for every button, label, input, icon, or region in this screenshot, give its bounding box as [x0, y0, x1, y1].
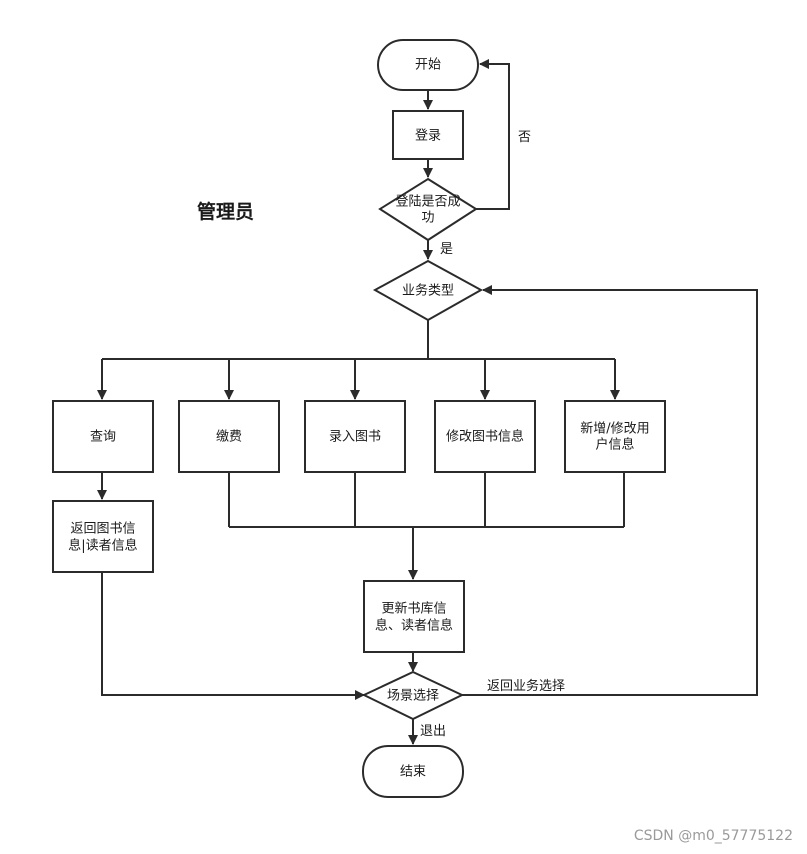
label-start: 开始	[415, 58, 441, 73]
label-end: 结束	[400, 765, 426, 780]
label-return-info-line2: 息|读者信息	[68, 538, 137, 554]
node-start	[377, 39, 479, 91]
node-payment	[178, 400, 280, 473]
label-query: 查询	[90, 430, 116, 445]
node-add-modify-users	[564, 400, 666, 473]
label-update-library-line2: 息、读者信息	[375, 618, 453, 634]
edge-label-yes: 是	[440, 242, 453, 257]
diagram-title: 管理员	[197, 200, 254, 223]
label-add-modify-users-line2: 户信息	[595, 437, 634, 453]
label-return-info-line1: 返回图书信	[70, 522, 135, 537]
label-update-library-line1: 更新书库信	[381, 601, 446, 617]
label-login-check-line2: 功	[421, 211, 434, 226]
edge-label-no: 否	[518, 130, 531, 145]
edge-check-no-start	[475, 59, 510, 210]
label-modify-books: 修改图书信息	[446, 429, 524, 445]
node-enter-books	[304, 400, 406, 473]
edge-label-exit: 退出	[420, 724, 446, 739]
node-business-type	[372, 259, 484, 322]
label-payment: 缴费	[216, 430, 242, 445]
label-business-type: 业务类型	[402, 283, 454, 299]
node-login-check	[378, 177, 478, 242]
watermark: CSDN @m0_57775122	[634, 828, 793, 844]
node-scene-select	[361, 670, 465, 721]
node-query	[52, 400, 154, 473]
label-add-modify-users-line1: 新增/修改用	[580, 421, 649, 437]
node-login	[392, 110, 464, 160]
label-scene-select: 场景选择	[387, 689, 439, 704]
label-enter-books: 录入图书	[329, 430, 381, 445]
node-modify-books	[434, 400, 536, 473]
node-end	[362, 745, 464, 798]
edges	[97, 59, 758, 745]
node-return-info	[52, 500, 154, 573]
label-login-check-line1: 登陆是否成	[395, 194, 460, 210]
label-login: 登录	[415, 129, 441, 144]
edge-return-scene	[101, 572, 365, 700]
node-update-library	[363, 580, 465, 653]
edge-label-return-business: 返回业务选择	[487, 678, 565, 694]
edge-scene-return-business	[462, 285, 758, 696]
